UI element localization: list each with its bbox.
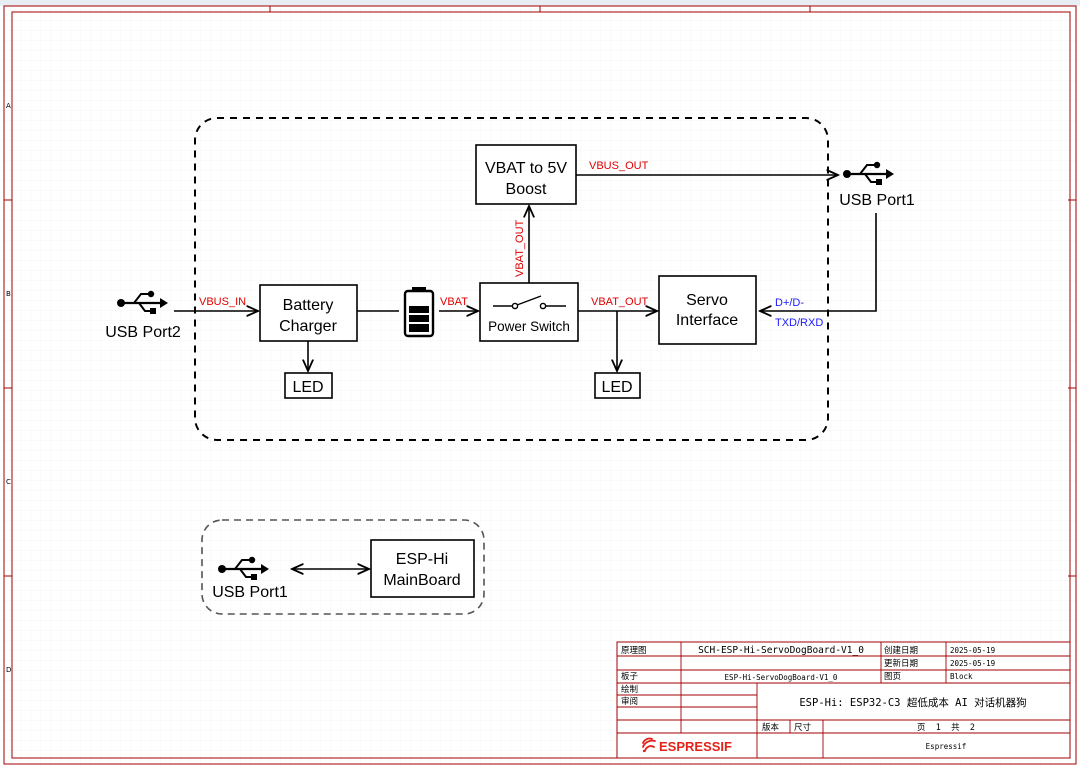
usb-port1-bottom-label: USB Port1 [212,584,288,601]
tb-page-label: 图页 [884,672,901,682]
mainboard-group [201,519,485,615]
boost-label-line2: Boost [506,181,547,198]
espressif-logo: ESPRESSIF [642,737,732,754]
net-vbat: VBAT [440,296,468,308]
led-block-2[interactable]: LED [594,372,641,399]
battery-icon [403,287,435,338]
tb-drawn-label: 绘制 [621,684,638,695]
net-vbat-out: VBAT_OUT [591,296,649,308]
servo-block[interactable]: Servo Interface [658,275,757,345]
tb-size-label: 尺寸 [794,722,812,733]
boost-block[interactable]: VBAT to 5V Boost [475,144,577,205]
title-block: 原理图 SCH-ESP-Hi-ServoDogBoard-V1_0 板子 ESP… [616,641,1071,759]
usb-port2-label: USB Port2 [105,324,181,341]
servo-label-line1: Servo [686,292,728,309]
servo-label-line2: Interface [676,312,738,329]
tb-company: Espressif [926,742,967,751]
tb-board-label: 板子 [621,671,639,682]
tb-review-label: 审阅 [621,696,638,707]
mainboard-label-line2: MainBoard [383,572,460,589]
net-vbus-in: VBUS_IN [199,296,246,308]
net-txd-rxd: TXD/RXD [775,317,823,329]
net-vbus-out: VBUS_OUT [589,160,649,172]
tb-description: ESP-Hi: ESP32-C3 超低成本 AI 对话机器狗 [799,696,1026,709]
border-letter-c: C [6,478,11,486]
led1-label: LED [292,379,323,396]
tb-version-label: 版本 [762,722,780,733]
mainboard-block[interactable]: ESP-Hi MainBoard [370,539,475,598]
tb-created-value: 2025-05-19 [950,646,995,655]
net-vbat-out-vertical: VBAT_OUT [514,219,526,277]
power-switch-label: Power Switch [488,319,570,334]
tb-updated-value: 2025-05-19 [950,659,995,668]
net-dp-dm: D+/D- [775,297,804,309]
tb-page-of: 页 1 共 2 [917,723,975,733]
tb-page-value: Block [950,672,973,681]
tb-board-value: ESP-Hi-ServoDogBoard-V1_0 [725,673,838,682]
boost-label-line1: VBAT to 5V [485,160,567,177]
power-switch-block[interactable]: Power Switch [479,282,579,342]
espressif-logo-text: ESPRESSIF [659,739,732,754]
led2-label: LED [601,379,632,396]
border-letter-d: D [6,666,11,674]
mainboard-label-line1: ESP-Hi [396,551,448,568]
tb-created-label: 创建日期 [884,645,918,656]
border-letter-a: A [6,102,11,110]
led-block-1[interactable]: LED [284,372,333,399]
charger-label-line2: Charger [279,318,337,335]
tb-schematic-value: SCH-ESP-Hi-ServoDogBoard-V1_0 [698,645,864,656]
tb-updated-label: 更新日期 [884,658,918,669]
tb-schematic-label: 原理图 [621,646,647,656]
usb-port1-label: USB Port1 [839,192,915,209]
charger-block[interactable]: Battery Charger [259,284,358,342]
border-letter-b: B [6,290,11,298]
charger-label-line1: Battery [283,297,334,314]
wire-usb-servo [760,213,877,311]
